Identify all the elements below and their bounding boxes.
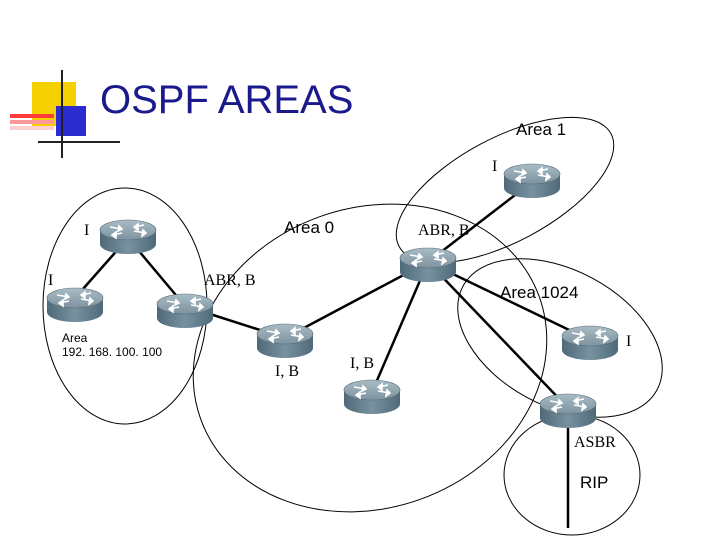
- role-topleft-router: I: [84, 222, 90, 239]
- role-right-router: I: [626, 333, 632, 350]
- role-abr-right-router: ABR, B: [418, 222, 470, 239]
- router-icon-area1: [503, 163, 561, 199]
- area-1024-boundary: [457, 258, 663, 418]
- router-icon-lower: [343, 379, 401, 415]
- label-area-192: Area 192. 168. 100. 100: [62, 331, 163, 359]
- link: [427, 261, 569, 409]
- router-icon-left: [46, 287, 104, 323]
- role-left-router: I: [48, 272, 54, 289]
- router-icon-asbr: [539, 393, 597, 429]
- title-decoration: [10, 70, 120, 158]
- role-center-router: I, B: [275, 363, 299, 380]
- rip-boundary: [503, 414, 641, 536]
- role-lower-router: I, B: [350, 355, 374, 372]
- page-title: OSPF AREAS: [100, 78, 354, 122]
- label-area-1024: Area 1024: [500, 283, 579, 302]
- role-abr-left-router: ABR, B: [204, 272, 256, 289]
- role-asbr-router: ASBR: [574, 434, 616, 451]
- area-0-boundary: [192, 203, 548, 513]
- link: [427, 260, 591, 342]
- area-1-boundary: [395, 116, 615, 264]
- router-icon-topleft: [99, 219, 157, 255]
- role-area1-router: I: [492, 158, 498, 175]
- label-area-0: Area 0: [284, 218, 335, 237]
- router-icon-abr-left: [156, 293, 214, 329]
- router-icon-center: [256, 323, 314, 359]
- link: [370, 261, 430, 393]
- label-rip: RIP: [580, 473, 609, 492]
- router-icon-right: [561, 325, 619, 361]
- label-area-1: Area 1: [516, 120, 567, 139]
- router-icon-abr-right: [399, 247, 457, 283]
